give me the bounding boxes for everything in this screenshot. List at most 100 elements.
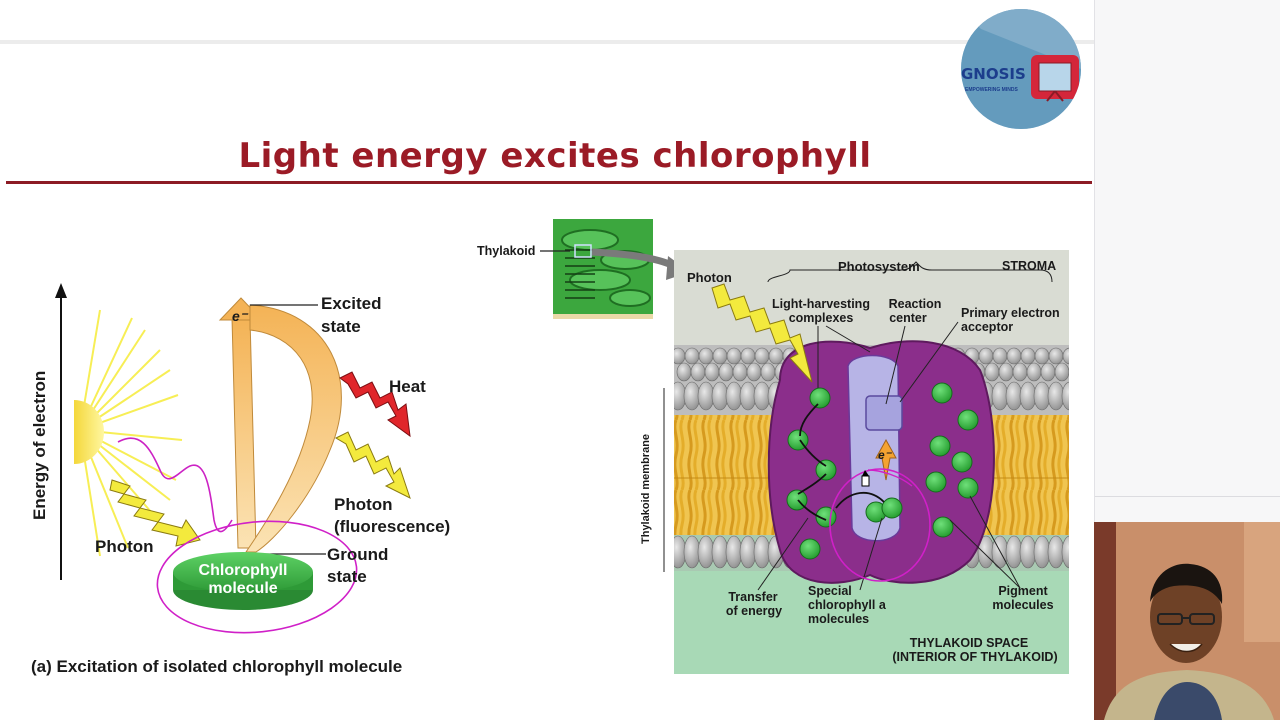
photon-zigzag-arrow-b (711, 283, 813, 383)
lipid-head (1047, 381, 1065, 411)
lipid-head (674, 381, 687, 411)
lipid-head (1033, 381, 1051, 411)
lipid-head (992, 347, 1008, 365)
heat-label: Heat (389, 377, 426, 396)
reaction-center-label-2: center (889, 311, 927, 325)
slide-title: Light energy excites chlorophyll (238, 136, 872, 176)
lipid-head (1005, 535, 1023, 569)
lipid-head (712, 347, 728, 365)
lipid-head (1040, 362, 1056, 382)
lipid-head (1034, 347, 1050, 365)
membrane-label: Thylakoid membrane (640, 433, 652, 544)
ground-state-label-1: Ground (327, 545, 389, 564)
electron-label-a: e⁻ (232, 308, 248, 324)
slide: Light energy excites chlorophyll GNOSIS … (0, 0, 1094, 720)
lipid-head (1047, 535, 1065, 569)
lipid-head (1061, 381, 1069, 411)
logo-text: GNOSIS (961, 65, 1026, 83)
lipid-head (1006, 347, 1022, 365)
lipid-head (754, 347, 770, 365)
transfer-label-1: Transfer (728, 590, 778, 604)
pigment-label-1: Pigment (998, 584, 1048, 598)
excited-state-label-2: state (321, 317, 361, 336)
lipid-head (1062, 347, 1069, 365)
ground-state-label-2: state (327, 567, 367, 586)
pigment-molecule (809, 387, 831, 409)
lipid-head (760, 362, 776, 382)
panel-a-caption: (a) Excitation of isolated chlorophyll m… (31, 657, 403, 676)
slide-top-bar (0, 0, 1094, 44)
pigment-molecule (799, 538, 821, 560)
lipid-head (739, 535, 757, 569)
lipid-head (753, 381, 771, 411)
thylakoid-label: Thylakoid (477, 244, 536, 258)
reaction-center-label-1: Reaction (888, 297, 942, 311)
lipid-head (674, 535, 687, 569)
lipid-head (725, 535, 743, 569)
special-label-2: chlorophyll a (808, 598, 886, 612)
lipid-head (753, 535, 771, 569)
title-underline (6, 181, 1092, 184)
panel-a-drawing (55, 283, 411, 634)
lipid-head (711, 535, 729, 569)
lipid-head (740, 347, 756, 365)
lipid-head (684, 347, 700, 365)
lipid-head (1048, 347, 1064, 365)
excited-state-label-1: Excited (321, 294, 382, 313)
lipid-head (1026, 362, 1042, 382)
lipid-head (697, 535, 715, 569)
lipid-head (991, 381, 1009, 411)
logo-subtext: EMPOWERING MINDS (965, 87, 1018, 93)
pigment-molecule (815, 459, 837, 481)
lipid-head (1054, 362, 1069, 382)
primary-acceptor-label-2: acceptor (961, 320, 1014, 334)
chlorophyll-molecule-disc (173, 552, 313, 610)
pigment-molecule (932, 516, 954, 538)
photon-fluorescence-label-2: (fluorescence) (334, 517, 451, 536)
heat-zigzag-arrow (339, 371, 411, 438)
lipid-head (725, 381, 743, 411)
excitation-curved-arrow (218, 297, 342, 553)
chloroplast-thumbnail (540, 219, 653, 319)
lipid-head (718, 362, 734, 382)
pigment-molecule (957, 477, 979, 499)
molecule-label-2: molecule (208, 580, 278, 597)
lipid-head (704, 362, 720, 382)
lipid-head (746, 362, 762, 382)
lipid-head (690, 362, 706, 382)
pigment-molecule (881, 497, 903, 519)
lipid-head (1033, 535, 1051, 569)
lipid-head (1061, 535, 1069, 569)
lipid-head (1019, 381, 1037, 411)
lipid-head (739, 381, 757, 411)
photon-fluorescence-label-1: Photon (334, 495, 393, 514)
presenter-webcam (1094, 522, 1280, 720)
lipid-head (978, 347, 994, 365)
pen-annotation-circle-special (829, 468, 931, 582)
lipid-head (683, 535, 701, 569)
lipid-head (984, 362, 1000, 382)
lipid-head (998, 362, 1014, 382)
gnosis-logo: GNOSIS EMPOWERING MINDS (961, 9, 1081, 129)
light-harvesting-label-2: complexes (788, 311, 854, 325)
pigment-molecule (929, 435, 951, 457)
lipid-head (676, 362, 692, 382)
lipid-head (726, 347, 742, 365)
primary-acceptor-label-1: Primary electron (961, 306, 1060, 320)
lipid-head (674, 347, 686, 365)
photon-label-b: Photon (687, 270, 732, 285)
light-harvesting-label-1: Light-harvesting (772, 297, 870, 311)
pigment-molecule (925, 471, 947, 493)
thylakoid-space-label-2: (INTERIOR OF THYLAKOID) (892, 650, 1058, 664)
lipid-head (697, 381, 715, 411)
energy-transfer-arrows (797, 403, 885, 521)
pen-cursor-icon (861, 470, 870, 487)
transfer-label-2: of energy (725, 604, 783, 618)
pen-annotation-circle-molecule (156, 520, 358, 634)
primary-acceptor-box (865, 395, 903, 431)
lipid-head (698, 347, 714, 365)
special-label-1: Special (808, 584, 852, 598)
pigment-molecule (957, 409, 979, 431)
lipid-head (1012, 362, 1028, 382)
molecule-label-1: Chlorophyll (198, 562, 288, 579)
